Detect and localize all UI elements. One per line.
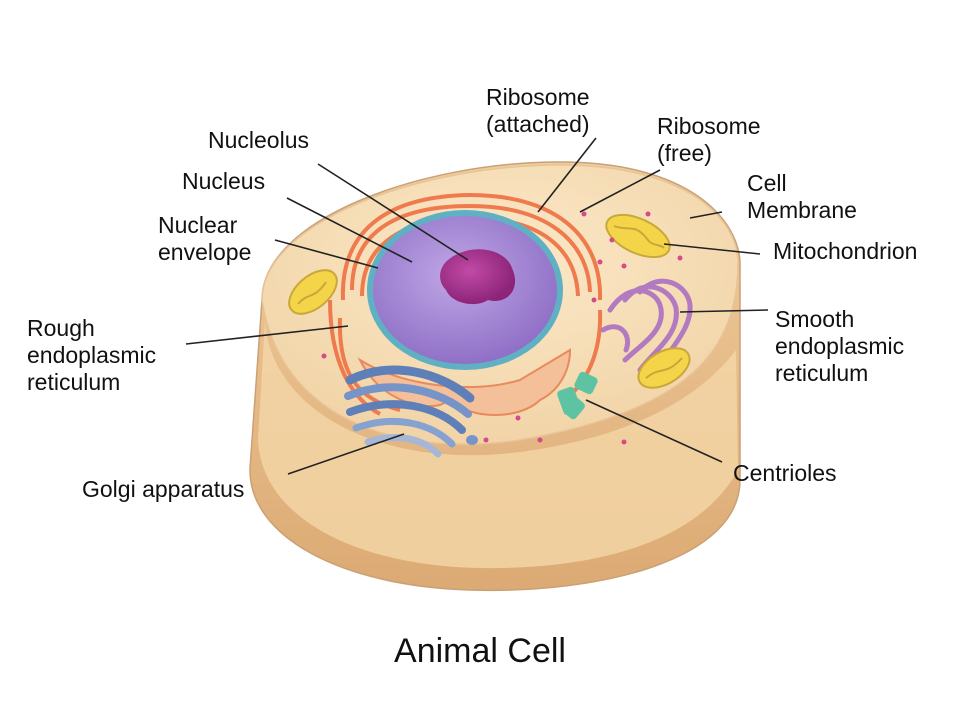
label-cell-membrane: Cell Membrane [747,170,857,223]
nucleolus-shape [440,249,516,305]
label-nucleolus: Nucleolus [208,127,309,153]
golgi-shape [344,365,475,458]
label-golgi-apparatus: Golgi apparatus [82,476,245,502]
label-rough-er: Rough endoplasmic reticulum [27,315,157,395]
mitochondrion-shapes [288,213,691,389]
diagram-caption: Animal Cell [394,632,566,670]
label-ribosome-attached: Ribosome (attached) [486,84,590,137]
centriole-shapes [557,371,598,420]
label-mitochondrion: Mitochondrion [773,238,918,264]
leader-lines [185,137,769,475]
label-centrioles: Centrioles [733,460,837,486]
cell-cut-face [258,320,738,569]
label-ribosome-free: Ribosome (free) [657,113,761,166]
free-ribosomes [321,211,683,445]
label-smooth-er: Smooth endoplasmic reticulum [775,306,905,386]
golgi-vesicle [466,435,478,445]
label-nuclear-envelope: Nuclear envelope [158,212,252,265]
label-nucleus: Nucleus [182,168,266,194]
